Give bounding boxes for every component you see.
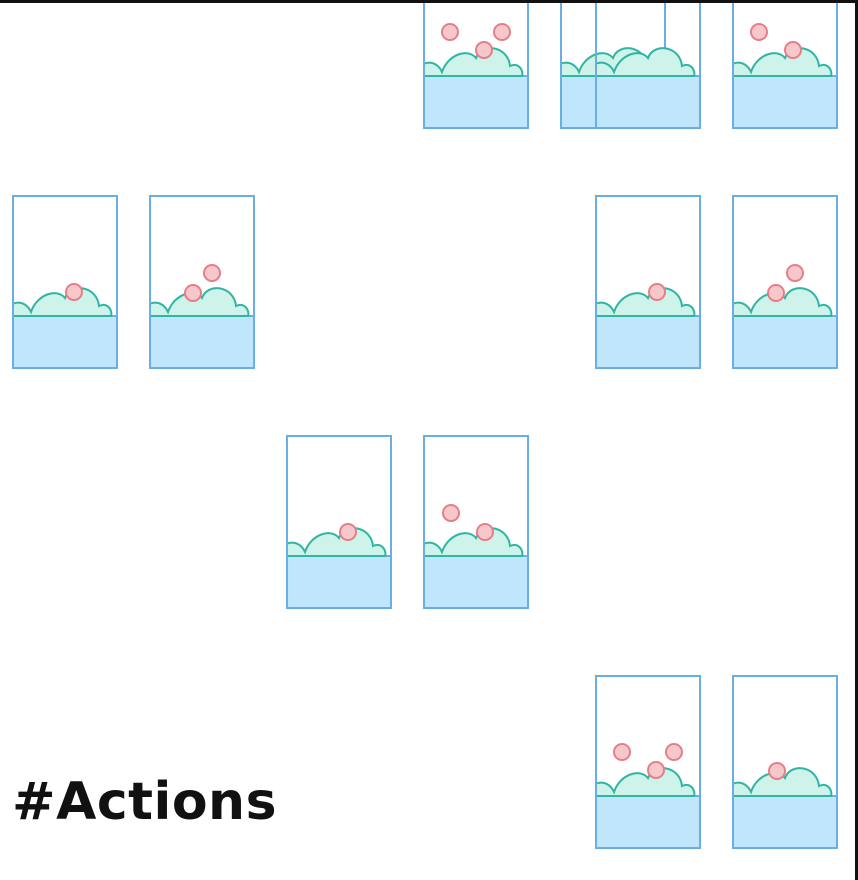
beaker-pair <box>279 436 528 608</box>
beaker <box>725 676 837 848</box>
bubble <box>340 524 356 540</box>
beaker-pair <box>588 676 837 848</box>
liquid <box>733 316 837 368</box>
beaker <box>588 0 700 128</box>
foam <box>725 48 831 76</box>
foam <box>588 768 694 796</box>
liquid <box>733 796 837 848</box>
beaker <box>725 196 837 368</box>
beaker <box>279 436 391 608</box>
bubble <box>204 265 220 281</box>
foam <box>279 528 385 556</box>
foam <box>416 528 522 556</box>
foam-cloud <box>725 48 831 76</box>
bubble <box>442 24 458 40</box>
beaker <box>416 0 528 128</box>
beaker <box>142 196 254 368</box>
liquid <box>13 316 117 368</box>
liquid <box>596 76 700 128</box>
liquid <box>150 316 254 368</box>
foam <box>416 48 522 76</box>
liquid <box>424 556 528 608</box>
liquid <box>287 556 391 608</box>
bubble <box>769 763 785 779</box>
beaker-pair <box>588 196 837 368</box>
bubble <box>768 285 784 301</box>
foam <box>5 288 111 316</box>
liquid <box>424 76 528 128</box>
beaker <box>588 196 700 368</box>
bubble <box>666 744 682 760</box>
foam-cloud <box>416 48 522 76</box>
foam-cloud <box>416 528 522 556</box>
beaker-pair <box>5 196 254 368</box>
beaker <box>725 0 837 128</box>
beaker <box>416 436 528 608</box>
bubble <box>494 24 510 40</box>
bubble <box>185 285 201 301</box>
bubble <box>751 24 767 40</box>
liquid <box>596 796 700 848</box>
liquid <box>733 76 837 128</box>
foam-cloud <box>588 288 694 316</box>
bubble <box>649 284 665 300</box>
beaker <box>5 196 117 368</box>
foam-cloud <box>5 288 111 316</box>
bubble <box>66 284 82 300</box>
bubble <box>648 762 664 778</box>
foam <box>588 288 694 316</box>
liquid <box>596 316 700 368</box>
top-frame-line <box>0 0 858 3</box>
foam-cloud <box>588 768 694 796</box>
actions-caption: #Actions <box>12 776 277 828</box>
beaker <box>588 676 700 848</box>
bubble <box>787 265 803 281</box>
bubble <box>614 744 630 760</box>
bubble <box>476 42 492 58</box>
beaker-pair <box>588 0 837 128</box>
bubble <box>477 524 493 540</box>
bubble <box>785 42 801 58</box>
bubble <box>443 505 459 521</box>
foam-cloud <box>279 528 385 556</box>
